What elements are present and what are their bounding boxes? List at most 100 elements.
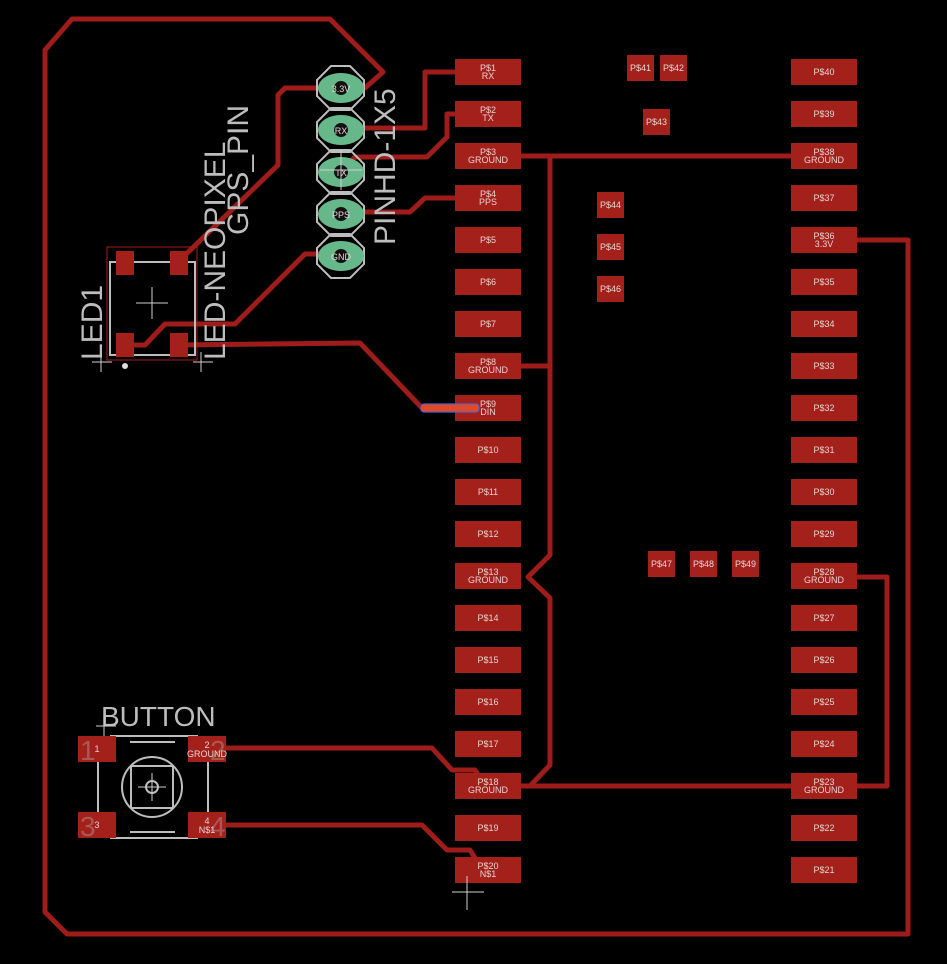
pad-p29[interactable]: P$29 <box>791 521 857 547</box>
pad-name: P$9 <box>480 399 496 409</box>
pad-p12[interactable]: P$12 <box>455 521 521 547</box>
pad-name: P$23 <box>813 777 834 787</box>
pad-name: P$1 <box>480 63 496 73</box>
pad-p34[interactable]: P$34 <box>791 311 857 337</box>
pad-p48[interactable]: P$48 <box>690 551 717 577</box>
header-pin-label: PPS <box>332 210 350 220</box>
header-pin[interactable]: 3.3V <box>316 65 365 111</box>
button-pad-4[interactable]: 44N$1 <box>188 811 226 842</box>
pad-p19[interactable]: P$19 <box>455 815 521 841</box>
pad-p46[interactable]: P$46 <box>597 276 624 302</box>
pad-name: P$40 <box>813 67 834 77</box>
pad-name: P$3 <box>480 147 496 157</box>
selected-trace-highlight[interactable] <box>420 403 480 413</box>
pad-p2[interactable]: P$2TX <box>455 101 521 127</box>
pad-p47[interactable]: P$47 <box>648 551 675 577</box>
pad-p31[interactable]: P$31 <box>791 437 857 463</box>
pad-p33[interactable]: P$33 <box>791 353 857 379</box>
button-pin-silk-number: 3 <box>80 811 96 842</box>
pad-name: P$22 <box>813 823 834 833</box>
pad-p16[interactable]: P$16 <box>455 689 521 715</box>
pad-p27[interactable]: P$27 <box>791 605 857 631</box>
trace-gnd-spine[interactable] <box>525 153 553 789</box>
button-pad-3[interactable]: 33 <box>78 811 116 842</box>
button-footprint[interactable] <box>96 716 209 839</box>
pad-p1[interactable]: P$1RX <box>455 59 521 85</box>
pad-p30[interactable]: P$30 <box>791 479 857 505</box>
pad-name: P$33 <box>813 361 834 371</box>
button-pin-signal: N$1 <box>199 825 216 835</box>
pad-name: P$2 <box>480 105 496 115</box>
pad-p21[interactable]: P$21 <box>791 857 857 883</box>
pad-p10[interactable]: P$10 <box>455 437 521 463</box>
pad-p37[interactable]: P$37 <box>791 185 857 211</box>
pad-p35[interactable]: P$35 <box>791 269 857 295</box>
pad-name: P$34 <box>813 319 834 329</box>
pad-name: P$17 <box>477 739 498 749</box>
pad-name: P$18 <box>477 777 498 787</box>
pad-name: P$49 <box>735 559 756 569</box>
trace-3v3[interactable] <box>42 16 911 937</box>
pad-p40[interactable]: P$40 <box>791 59 857 85</box>
pad-p44[interactable]: P$44 <box>597 192 624 218</box>
pad-p20[interactable]: P$20N$1 <box>455 857 521 883</box>
pad-p39[interactable]: P$39 <box>791 101 857 127</box>
led-footprint[interactable] <box>92 246 213 372</box>
button-pin-silk-number: 2 <box>210 735 226 766</box>
pad-p5[interactable]: P$5 <box>455 227 521 253</box>
pad-p32[interactable]: P$32 <box>791 395 857 421</box>
pad-p25[interactable]: P$25 <box>791 689 857 715</box>
pad-name: P$29 <box>813 529 834 539</box>
pad-name: P$35 <box>813 277 834 287</box>
button-pad-1[interactable]: 11 <box>78 735 116 766</box>
led-pad <box>116 333 134 357</box>
trace-3v3-led[interactable] <box>175 85 343 265</box>
trace-button-gnd[interactable] <box>203 745 488 789</box>
pad-p36[interactable]: P$363.3V <box>791 227 857 253</box>
pad-name: P$27 <box>813 613 834 623</box>
pad-p45[interactable]: P$45 <box>597 234 624 260</box>
pad-p43[interactable]: P$43 <box>643 109 670 135</box>
pad-p6[interactable]: P$6 <box>455 269 521 295</box>
header-pin[interactable]: GND <box>316 233 365 279</box>
pad-p15[interactable]: P$15 <box>455 647 521 673</box>
pad-name: P$45 <box>600 242 621 252</box>
pad-p41[interactable]: P$41 <box>627 55 654 81</box>
pad-p7[interactable]: P$7 <box>455 311 521 337</box>
pad-p11[interactable]: P$11 <box>455 479 521 505</box>
pad-name: P$39 <box>813 109 834 119</box>
trace-button-n1[interactable] <box>203 822 483 869</box>
pad-p22[interactable]: P$22 <box>791 815 857 841</box>
pad-p17[interactable]: P$17 <box>455 731 521 757</box>
led-pad <box>116 251 134 275</box>
pad-name: P$44 <box>600 200 621 210</box>
pad-p26[interactable]: P$26 <box>791 647 857 673</box>
pad-name: P$25 <box>813 697 834 707</box>
pad-p14[interactable]: P$14 <box>455 605 521 631</box>
header-name-label: GPS_PIN <box>222 105 255 235</box>
pad-name: P$6 <box>480 277 496 287</box>
pad-name: P$5 <box>480 235 496 245</box>
trace-gnd-p28[interactable] <box>854 574 890 789</box>
pad-p49[interactable]: P$49 <box>732 551 759 577</box>
pad-p24[interactable]: P$24 <box>791 731 857 757</box>
pad-name: P$32 <box>813 403 834 413</box>
header-pin[interactable]: PPS <box>316 191 365 237</box>
header-pin[interactable]: RX <box>316 107 365 153</box>
trace-pps[interactable] <box>337 195 458 215</box>
trace-gnd-led[interactable] <box>122 251 343 348</box>
pad-p42[interactable]: P$42 <box>660 55 687 81</box>
pad-signal: GROUND <box>468 155 508 165</box>
